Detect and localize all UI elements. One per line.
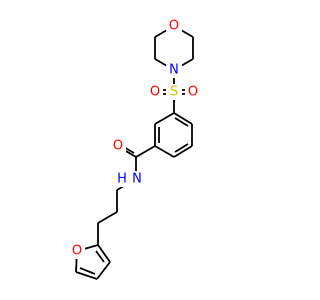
amide-hydrogen-label: H (117, 172, 127, 187)
bond-benzene-4-5 (154, 145, 175, 158)
bond-benzene-inner-b (174, 143, 189, 153)
atom-amide-nitrogen: N H (114, 171, 144, 187)
atom-sulfonyl-oxygen-right: O (185, 84, 201, 100)
bond-furan-c5-c4 (75, 271, 98, 280)
bond-benzene-inner-a (174, 117, 189, 127)
amide-nitrogen-label: N (132, 172, 142, 187)
atom-carbonyl-oxygen: O (110, 138, 126, 154)
atom-sulfonyl-oxygen-left: O (147, 84, 163, 100)
sulfonyl-oxygen-right-label: O (188, 85, 198, 100)
morpholine-nitrogen-label: N (169, 63, 179, 78)
bond-benzene-1-2 (173, 112, 193, 125)
atom-sulfonyl-sulfur: S (166, 84, 182, 100)
bond-benzene-6-1 (154, 112, 175, 125)
molecule-structure-diagram: O N S O O O N H (69, 18, 201, 280)
atom-morpholine-nitrogen: N (166, 62, 182, 78)
bond-furan-inner-a (79, 267, 96, 275)
sulfonyl-oxygen-left-label: O (150, 85, 160, 100)
bond-furan-inner-b (95, 250, 105, 263)
atom-furan-oxygen: O (69, 243, 85, 259)
bond-benzene-3-4 (173, 145, 193, 158)
sulfonyl-sulfur-label: S (170, 85, 178, 100)
atom-label-layer: O N S O O O N H (69, 18, 201, 259)
bond-furan-c3-c2 (97, 244, 111, 263)
atom-morpholine-oxygen: O (166, 18, 182, 34)
morpholine-oxygen-label: O (169, 19, 179, 34)
bond-aryl-carbonyl (135, 145, 156, 158)
bond-chain2-chain3 (97, 211, 118, 224)
bond-furan-c4-c3 (96, 261, 111, 280)
furan-oxygen-label: O (72, 244, 82, 259)
carbonyl-oxygen-label: O (113, 139, 123, 154)
